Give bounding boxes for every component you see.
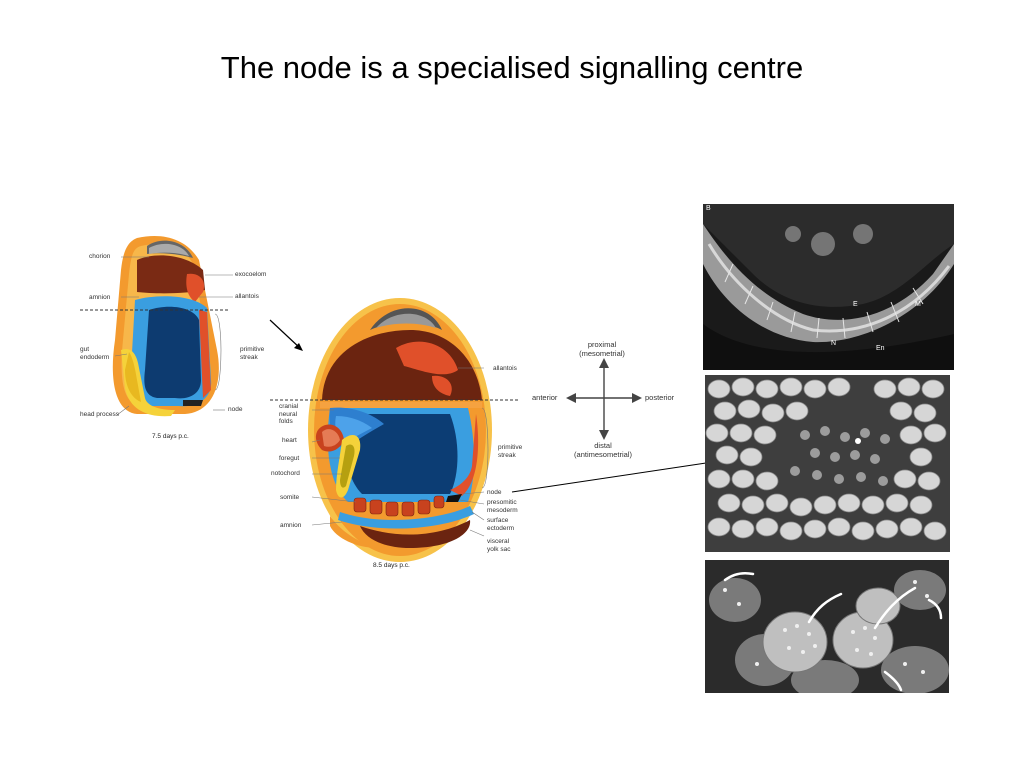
label-notochord: notochord — [271, 470, 300, 477]
node-pointer-line — [511, 462, 707, 493]
label-foregut: foregut — [279, 455, 300, 462]
label-allantois-7-5: allantois — [235, 293, 259, 300]
label-amnion-8-5: amnion — [280, 522, 302, 529]
label-exocoelom: exocoelom — [235, 271, 267, 278]
slide-title: The node is a specialised signalling cen… — [220, 50, 804, 85]
sem-panel-letter: B — [706, 205, 711, 212]
label-amnion-7-5: amnion — [89, 294, 111, 301]
sem-mark-e: E — [853, 301, 858, 308]
embryo-8-5-drawing — [308, 298, 492, 562]
label-primitive-streak-8-5: primitive streak — [498, 444, 523, 459]
sem-panel-middle — [705, 375, 950, 552]
sem-panel-bottom — [705, 560, 949, 693]
label-heart: heart — [282, 437, 297, 444]
axis-posterior-label: posterior — [645, 393, 675, 402]
label-node-8-5: node — [487, 489, 502, 496]
compass-arrows — [566, 358, 642, 440]
caption-7-5: 7.5 days p.c. — [152, 433, 189, 440]
label-head-process: head process — [80, 411, 120, 418]
embryo-7-5-drawing — [112, 236, 233, 417]
sem-panel-top: B E M N En — [703, 204, 954, 370]
sem-cross-section-image — [703, 204, 954, 370]
axis-anterior-label: anterior — [532, 393, 558, 402]
sem-mark-m: M — [915, 301, 921, 308]
label-visceral-yolk-sac: visceral yolk sac — [487, 538, 511, 553]
dashed-level-line-1 — [80, 309, 230, 311]
label-cranial-neural-folds: cranial neural folds — [279, 403, 299, 425]
label-chorion: chorion — [89, 253, 111, 260]
label-surface-ectoderm: surface ectoderm — [487, 517, 515, 532]
label-node-7-5: node — [228, 406, 243, 413]
sem-mark-n: N — [831, 340, 837, 347]
dashed-level-line-2 — [270, 399, 520, 401]
sem-node-surface-image — [705, 375, 950, 552]
label-gut-endoderm: gut endoderm — [80, 346, 110, 361]
sem-mark-en: En — [876, 345, 885, 352]
label-somite: somite — [280, 494, 300, 501]
axis-distal-label: distal (antimesometrial) — [574, 441, 632, 459]
label-primitive-streak-7-5: primitive streak — [240, 346, 265, 361]
axis-proximal-label: proximal (mesometrial) — [579, 340, 625, 358]
label-presomitic-mesoderm: presomitic mesoderm — [487, 499, 518, 514]
sem-cilia-image — [705, 560, 949, 693]
transition-arrow — [269, 319, 303, 351]
label-allantois-8-5: allantois — [493, 365, 517, 372]
caption-8-5: 8.5 days p.c. — [373, 562, 410, 569]
